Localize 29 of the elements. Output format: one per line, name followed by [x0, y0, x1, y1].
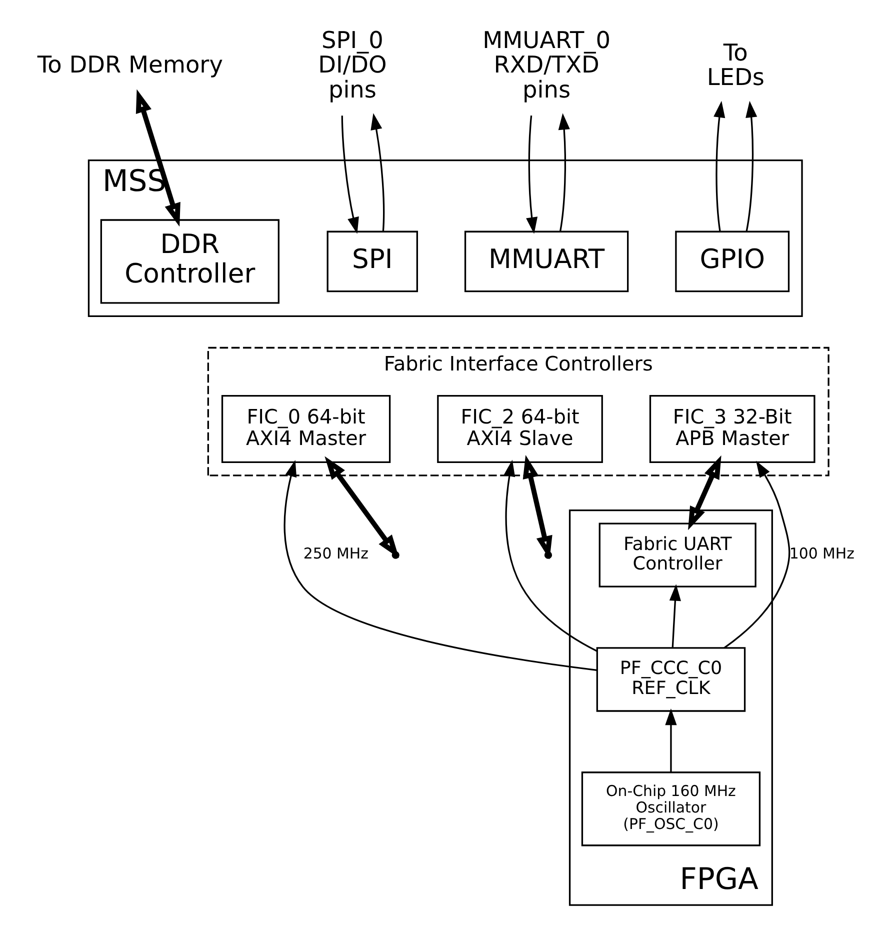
node-text: SPI_0 DI/DO pins [318, 26, 387, 104]
arrow [341, 116, 359, 234]
arrow [504, 460, 598, 652]
arrow [746, 100, 758, 232]
arrow [688, 455, 722, 530]
node-box: SPI [326, 230, 418, 292]
arrow [136, 89, 180, 227]
arrow [669, 584, 681, 648]
arrow [665, 708, 677, 772]
node-box: PF_CCC_C0 REF_CLK [596, 647, 746, 712]
node-box: DDR Controller [100, 219, 280, 304]
node-box: FIC_3 32-Bit APB Master [649, 395, 816, 464]
node-text: MMUART_0 RXD/TXD pins [482, 26, 611, 104]
node-box: FIC_2 64-bit AXI4 Slave [437, 395, 603, 464]
arrow [724, 460, 790, 649]
node-box: GPIO [675, 230, 790, 292]
node-box: MMUART [464, 230, 629, 292]
node-box: Fabric UART Controller [598, 522, 756, 588]
edge-label: 250 MHz [303, 544, 368, 563]
node-box: FIC_0 64-bit AXI4 Master [221, 395, 391, 464]
arrow [526, 116, 538, 234]
arrow [714, 100, 726, 232]
node-text: To LEDs [706, 39, 764, 92]
node-box: On-Chip 160 MHz Oscillator (PF_OSC_C0) [581, 772, 761, 846]
arrow [558, 113, 570, 232]
arrow [284, 460, 597, 671]
arrow [370, 113, 385, 232]
node-text: To DDR Memory [37, 52, 223, 79]
edge-label: 100 MHz [789, 544, 854, 563]
